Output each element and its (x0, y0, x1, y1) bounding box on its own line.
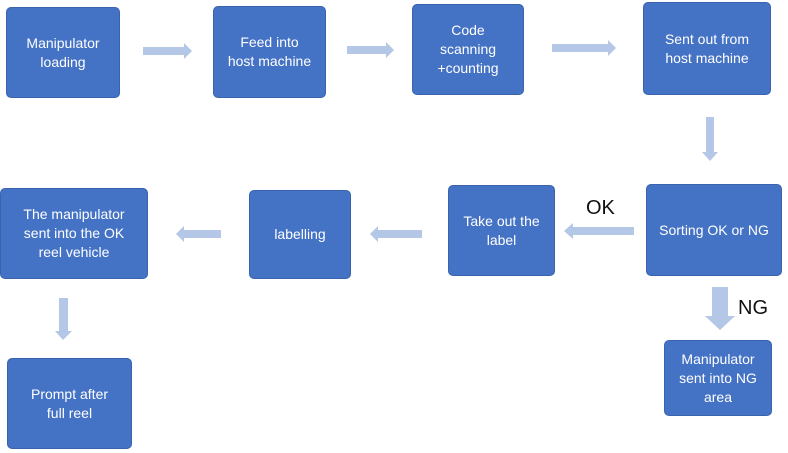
arrow-sorting-to-takeout (564, 223, 634, 239)
node-label: Prompt after full reel (30, 385, 109, 421)
edge-label-ng: NG (738, 297, 768, 319)
arrow-feed-to-scanning (347, 42, 394, 58)
edge-label-ok: OK (586, 197, 615, 219)
node-label: The manipulator sent into the OK reel ve… (23, 206, 125, 260)
node-sent-out-host: Sent out from host machine (643, 2, 771, 95)
node-code-scanning: Code scanning +counting (412, 4, 524, 95)
arrow-labelling-to-okreel (176, 226, 221, 242)
node-labelling: labelling (249, 190, 351, 279)
node-label: Feed into host machine (227, 34, 312, 69)
node-label: Code scanning +counting (437, 22, 499, 76)
node-manipulator-ok-reel: The manipulator sent into the OK reel ve… (0, 188, 148, 279)
arrow-takeout-to-labelling (370, 226, 422, 242)
node-label: Manipulator loading (26, 34, 100, 70)
node-label: Sorting OK or NG (659, 221, 769, 238)
node-label: Manipulator sent into NG area (679, 350, 757, 405)
node-take-out-label: Take out the label (448, 185, 555, 276)
node-label: Take out the label (463, 212, 540, 248)
node-manipulator-loading: Manipulator loading (6, 7, 120, 98)
arrow-scanning-to-sentout (552, 40, 616, 56)
node-manipulator-ng-area: Manipulator sent into NG area (664, 340, 772, 416)
node-label: labelling (274, 226, 326, 242)
arrow-sorting-to-ng (705, 287, 735, 330)
arrow-okreel-to-prompt (55, 298, 72, 340)
arrow-sentout-to-sorting (702, 117, 718, 161)
node-sorting-ok-ng: Sorting OK or NG (646, 184, 782, 276)
arrow-loading-to-feed (143, 43, 192, 59)
node-label: Sent out from host machine (664, 30, 750, 66)
node-prompt-full-reel: Prompt after full reel (7, 358, 132, 449)
node-feed-into-host: Feed into host machine (213, 6, 326, 98)
